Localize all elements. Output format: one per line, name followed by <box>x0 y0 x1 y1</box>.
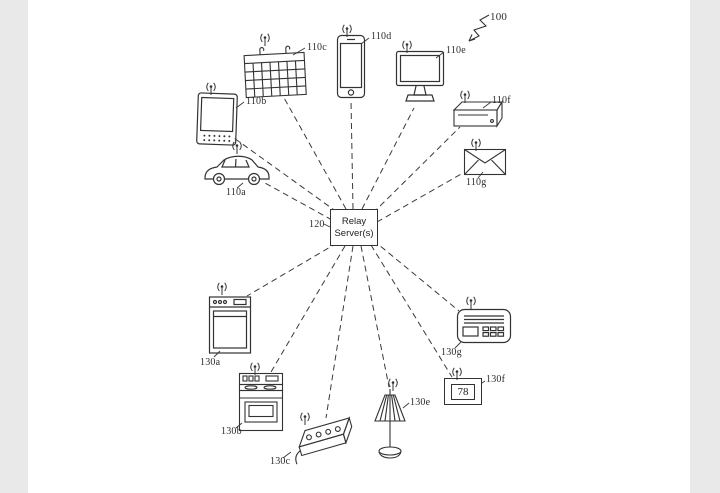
wireless-signal-icon <box>228 141 246 155</box>
relay-server-box: Relay Server(s) <box>330 209 378 246</box>
ref-label-110d: 110d <box>371 31 392 42</box>
device-smartphone <box>336 34 366 100</box>
power-strip-icon <box>295 416 353 465</box>
wireless-signal-icon <box>467 138 485 152</box>
thermostat-display: 78 <box>451 383 475 400</box>
device-set-top-box <box>452 100 504 128</box>
ref-label-130f: 130f <box>486 374 506 385</box>
set-top-box-icon <box>452 100 503 128</box>
stove-icon <box>238 372 284 432</box>
car-icon <box>204 155 270 186</box>
device-dishwasher <box>208 292 252 356</box>
device-desktop-monitor <box>395 50 445 108</box>
device-power-strip <box>284 409 363 469</box>
smartphone-icon <box>336 34 366 99</box>
page-margin-left <box>0 0 28 493</box>
tablet-icon <box>196 92 238 146</box>
ref-label-130b: 130b <box>221 426 242 437</box>
ref-label-110a: 110a <box>226 187 246 198</box>
desktop-monitor-icon <box>395 50 445 102</box>
page-margin-right <box>690 0 720 493</box>
ref-label-130g: 130g <box>441 347 462 358</box>
ref-label-130c: 130c <box>270 456 291 467</box>
ref-label-110b: 110b <box>246 96 267 107</box>
device-tablet <box>195 91 239 146</box>
wireless-signal-icon <box>338 24 356 38</box>
ref-label-110g: 110g <box>466 177 487 188</box>
wireless-signal-icon <box>398 40 416 54</box>
wireless-signal-icon <box>213 282 231 296</box>
wireless-signal-icon <box>456 90 474 104</box>
wireless-signal-icon <box>384 378 402 392</box>
device-thermostat: 78 <box>444 378 482 405</box>
device-radio <box>456 306 512 344</box>
radio-icon <box>456 308 512 344</box>
dishwasher-icon <box>208 296 252 354</box>
device-stove <box>238 372 284 432</box>
wireless-signal-icon <box>246 362 264 376</box>
ref-label-130a: 130a <box>200 357 221 368</box>
ref-label-120: 120 <box>309 219 325 230</box>
device-wall-calendar <box>242 44 309 99</box>
relay-server-label: Relay Server(s) <box>334 216 374 239</box>
ref-label-110c: 110c <box>307 42 327 53</box>
wireless-signal-icon <box>448 367 466 381</box>
ref-label-110e: 110e <box>446 45 466 56</box>
table-lamp-icon <box>374 389 406 459</box>
device-car <box>202 152 272 186</box>
wireless-signal-icon <box>256 33 274 47</box>
envelope-icon <box>463 148 507 176</box>
ref-label-110f: 110f <box>492 95 511 106</box>
figure-ref-label-100: 100 <box>490 11 508 23</box>
wireless-signal-icon <box>296 412 314 426</box>
wall-calendar-icon <box>243 45 307 99</box>
wireless-signal-icon <box>202 82 220 96</box>
wireless-signal-icon <box>462 296 480 310</box>
ref-label-130e: 130e <box>410 397 431 408</box>
device-table-lamp <box>372 388 408 462</box>
figure-reference-arrow <box>468 14 490 42</box>
thermostat-temperature: 78 <box>457 385 469 398</box>
device-envelope <box>463 148 507 176</box>
